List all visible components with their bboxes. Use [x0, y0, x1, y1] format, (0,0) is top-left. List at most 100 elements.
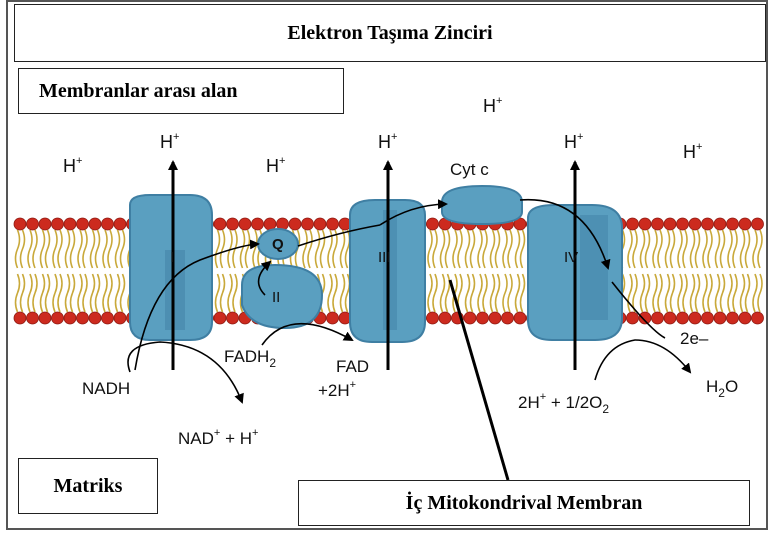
lipid-tail: [683, 274, 687, 312]
lipid-head: [639, 218, 651, 230]
lipid-head: [677, 218, 689, 230]
lipid-tail: [428, 274, 432, 312]
lipid-tail: [758, 230, 762, 268]
lipid-tail: [121, 230, 125, 268]
lipid-tail: [83, 274, 87, 312]
lipid-tail: [16, 274, 20, 312]
lipid-head: [702, 312, 714, 324]
lipid-head: [52, 312, 64, 324]
lipid-head: [214, 218, 226, 230]
lipid-tail: [321, 230, 325, 268]
complex-ii-label: II: [272, 289, 280, 306]
lipid-head: [739, 218, 751, 230]
lipid-tail: [516, 274, 520, 312]
lipid-tail: [116, 274, 120, 312]
lipid-head: [702, 218, 714, 230]
fadh2-label: FADH2: [224, 347, 276, 370]
lipid-tail: [733, 230, 737, 268]
lipid-tail: [103, 274, 107, 312]
lipid-head: [664, 312, 676, 324]
lipid-tail: [628, 230, 632, 268]
lipid-tail: [691, 230, 695, 268]
lipid-head: [114, 218, 126, 230]
lipid-tail: [446, 230, 450, 268]
complex-iii-label: III: [378, 249, 391, 266]
lipid-head: [14, 218, 26, 230]
lipid-tail: [46, 230, 50, 268]
lipid-tail: [78, 274, 82, 312]
lipid-tail: [108, 230, 112, 268]
inner-membrane-label: İç Mitokondrival Membran: [298, 480, 750, 526]
lipid-tail: [733, 274, 737, 312]
lipid-tail: [21, 274, 25, 312]
lipid-tail: [683, 230, 687, 268]
lipid-head: [464, 312, 476, 324]
lipid-head: [689, 312, 701, 324]
lipid-tail: [641, 230, 645, 268]
lipid-head: [514, 312, 526, 324]
lipid-head: [689, 218, 701, 230]
lipid-tail: [696, 230, 700, 268]
complex-i: [130, 195, 212, 340]
lipid-tail: [303, 230, 307, 268]
lipid-head: [289, 218, 301, 230]
lipid-tail: [496, 274, 500, 312]
lipid-head: [714, 312, 726, 324]
lipid-tail: [16, 230, 20, 268]
lipid-tail: [71, 274, 75, 312]
lipid-tail: [646, 274, 650, 312]
lipid-tail: [428, 230, 432, 268]
lipid-tail: [478, 230, 482, 268]
lipid-tail: [33, 230, 37, 268]
lipid-tail: [471, 230, 475, 268]
lipid-tail: [108, 274, 112, 312]
lipid-tail: [521, 274, 525, 312]
lipid-tail: [753, 274, 757, 312]
lipid-tail: [633, 274, 637, 312]
proton-label: H+: [564, 131, 583, 152]
lipid-tail: [721, 230, 725, 268]
lipid-head: [89, 312, 101, 324]
water-label: H2O: [706, 377, 738, 400]
lipid-tail: [41, 230, 45, 268]
lipid-head: [102, 218, 114, 230]
lipid-tail: [253, 230, 257, 268]
lipid-tail: [33, 274, 37, 312]
lipid-head: [639, 312, 651, 324]
lipid-head: [239, 218, 251, 230]
lipid-tail: [758, 274, 762, 312]
lipid-tail: [703, 230, 707, 268]
lipid-head: [427, 312, 439, 324]
lipid-head: [89, 218, 101, 230]
lipid-tail: [53, 230, 57, 268]
lipid-head: [214, 312, 226, 324]
lipid-tail: [91, 230, 95, 268]
matrix-label: Matriks: [18, 458, 158, 514]
oxygen-label: 2H+ + 1/2O2: [518, 391, 609, 416]
lipid-tail: [671, 274, 675, 312]
lipid-tail: [441, 274, 445, 312]
lipid-head: [227, 218, 239, 230]
lipid-tail: [678, 274, 682, 312]
lipid-tail: [466, 230, 470, 268]
lipid-tail: [433, 230, 437, 268]
lipid-head: [302, 218, 314, 230]
lipid-head: [102, 312, 114, 324]
lipid-tail: [496, 230, 500, 268]
lipid-tail: [91, 274, 95, 312]
diagram-title: Elektron Taşıma Zinciri: [14, 4, 766, 62]
lipid-tail: [66, 230, 70, 268]
lipid-tail: [46, 274, 50, 312]
lipid-tail: [346, 274, 350, 312]
lipid-head: [252, 218, 264, 230]
lipid-head: [489, 312, 501, 324]
lipid-head: [664, 218, 676, 230]
lipid-tail: [466, 274, 470, 312]
lipid-head: [327, 218, 339, 230]
lipid-tail: [216, 274, 220, 312]
lipid-tail: [433, 274, 437, 312]
lipid-head: [52, 218, 64, 230]
lipid-tail: [341, 274, 345, 312]
lipid-tail: [633, 230, 637, 268]
lipid-tail: [228, 274, 232, 312]
